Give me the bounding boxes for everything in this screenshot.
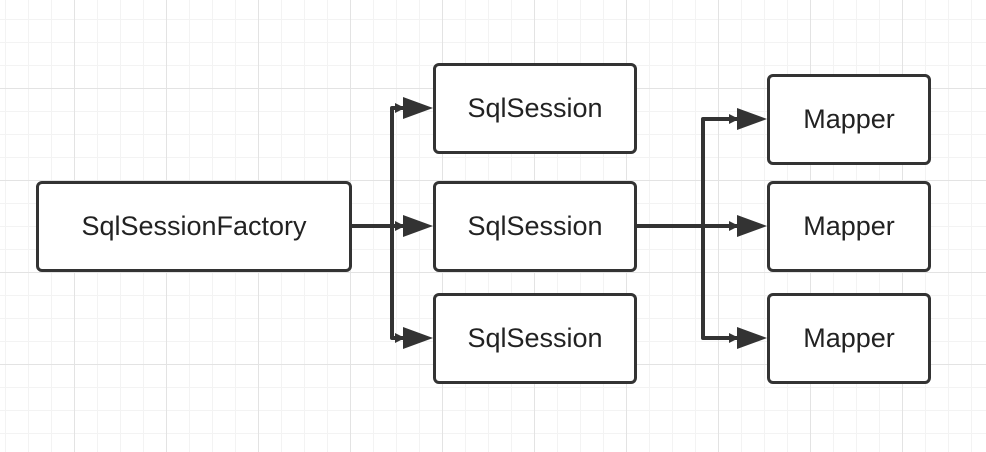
node-mapper-2[interactable]: Mapper bbox=[767, 181, 931, 272]
arrowhead-session-1 bbox=[403, 97, 433, 119]
edge-session-to-mapper-3 bbox=[637, 224, 739, 343]
arrowhead-mapper-3 bbox=[737, 327, 767, 349]
node-sql-session-3[interactable]: SqlSession bbox=[433, 293, 637, 384]
node-label: Mapper bbox=[803, 211, 895, 241]
node-mapper-1[interactable]: Mapper bbox=[767, 74, 931, 165]
node-sql-session-factory[interactable]: SqlSessionFactory bbox=[36, 181, 352, 272]
node-sql-session-2[interactable]: SqlSession bbox=[433, 181, 637, 272]
node-mapper-3[interactable]: Mapper bbox=[767, 293, 931, 384]
node-label: SqlSessionFactory bbox=[81, 211, 307, 241]
arrowhead-session-2 bbox=[403, 215, 433, 237]
edge-factory-to-session-3 bbox=[352, 224, 405, 343]
arrowhead-mapper-2 bbox=[737, 215, 767, 237]
node-label: Mapper bbox=[803, 323, 895, 353]
node-sql-session-1[interactable]: SqlSession bbox=[433, 63, 637, 154]
arrowhead-mapper-1 bbox=[737, 108, 767, 130]
edge-session-to-mapper-1 bbox=[637, 114, 739, 228]
edge-factory-to-session-1 bbox=[352, 103, 405, 228]
arrowhead-session-3 bbox=[403, 327, 433, 349]
node-label: SqlSession bbox=[467, 211, 603, 241]
node-label: SqlSession bbox=[467, 323, 603, 353]
node-label: SqlSession bbox=[467, 93, 603, 123]
node-label: Mapper bbox=[803, 104, 895, 134]
